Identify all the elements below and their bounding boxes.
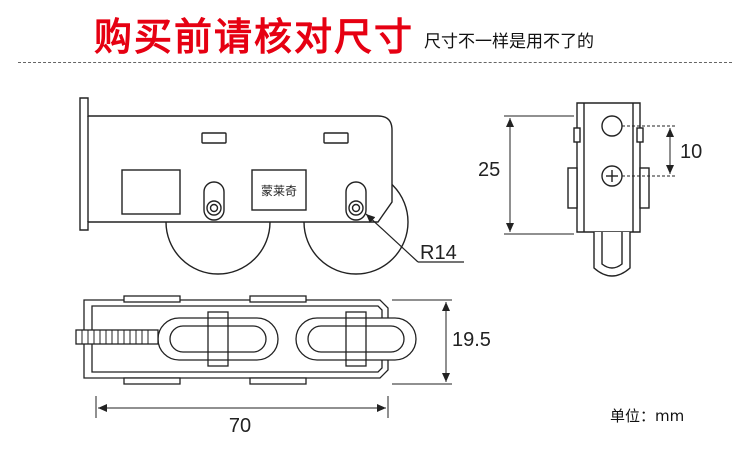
bottom-view bbox=[75, 295, 417, 385]
length-dimension: 70 bbox=[229, 415, 251, 437]
wheel-top-view-right bbox=[295, 317, 417, 361]
brand-label: 蒙莱奇 bbox=[261, 184, 297, 198]
front-view bbox=[79, 97, 409, 275]
height-dim bbox=[504, 115, 574, 235]
page-subtitle: 尺寸不一样是用不了的 bbox=[424, 32, 594, 52]
slot bbox=[323, 132, 349, 144]
side-view bbox=[567, 102, 650, 277]
spacing-dimension: 10 bbox=[680, 141, 702, 163]
wheel-top-view-left bbox=[157, 317, 279, 361]
side-wheel bbox=[593, 232, 631, 277]
depth-dimension: 19.5 bbox=[452, 329, 491, 351]
side-hole bbox=[601, 115, 623, 137]
depth-dim bbox=[392, 299, 452, 385]
window bbox=[121, 169, 181, 215]
divider bbox=[18, 62, 732, 63]
page-title: 购买前请核对尺寸 bbox=[94, 15, 415, 59]
unit-label: 单位：mm bbox=[610, 407, 685, 425]
length-dim bbox=[95, 396, 389, 418]
screw-thread bbox=[81, 330, 149, 344]
slot bbox=[201, 132, 227, 144]
brand-box bbox=[251, 169, 307, 211]
height-dimension: 25 bbox=[478, 159, 500, 181]
radius-leader bbox=[365, 213, 464, 263]
radius-dimension: R14 bbox=[420, 242, 457, 264]
spacing-dim bbox=[622, 125, 676, 177]
adjust-screw bbox=[75, 329, 159, 345]
